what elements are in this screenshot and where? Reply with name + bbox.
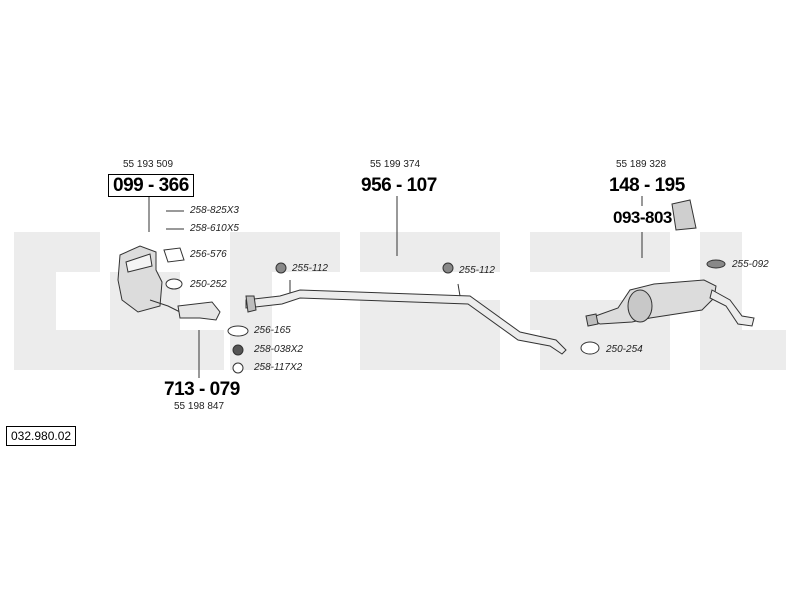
front-accessory-4[interactable]: 250-252 [190, 279, 227, 290]
front-part-number[interactable]: 099 - 366 [108, 174, 194, 197]
middle-hanger-right[interactable]: 255-112 [459, 265, 495, 276]
mounting-kit-glyph [671, 199, 697, 231]
catalytic-converter-shape [117, 245, 181, 313]
middle-pipe-shape [245, 280, 567, 355]
front-pipe-accessory-2[interactable]: 258-038X2 [254, 344, 303, 355]
front-oe-number: 55 193 509 [123, 159, 174, 170]
rear-clamp[interactable]: 250-254 [606, 344, 643, 355]
rubber-hanger-glyph [442, 262, 454, 274]
front-pipe-accessory-3[interactable]: 258-117X2 [254, 362, 303, 373]
middle-hanger-left[interactable]: 255-112 [292, 263, 328, 274]
rear-oe-number: 55 189 328 [616, 159, 667, 170]
front-pipe-shape [177, 301, 221, 321]
rear-part-number[interactable]: 148 - 195 [609, 175, 685, 196]
clamp-glyph [580, 341, 600, 355]
front-accessory-1[interactable]: 258-825X3 [190, 205, 239, 216]
diagram-reference: 032.980.02 [6, 426, 77, 446]
front-pipe-oe-number: 55 198 847 [174, 401, 225, 412]
front-accessory-3[interactable]: 256-576 [190, 249, 227, 260]
gasket-glyph [163, 247, 185, 263]
front-pipe-accessory-1[interactable]: 256-165 [254, 325, 291, 336]
rear-silencer-shape [585, 279, 755, 327]
front-pipe-part-number[interactable]: 713 - 079 [164, 379, 240, 400]
clamp-glyph [165, 278, 183, 290]
rear-mounting-kit[interactable]: 093-803 [613, 208, 672, 227]
rear-hanger[interactable]: 255-092 [732, 259, 769, 270]
front-accessory-2[interactable]: 258-610X5 [190, 223, 239, 234]
rubber-hanger-glyph [706, 259, 726, 269]
ring-glyph [227, 325, 249, 337]
bolt-glyph [232, 362, 244, 374]
rubber-hanger-glyph [275, 262, 287, 274]
middle-part-number[interactable]: 956 - 107 [361, 175, 437, 196]
middle-oe-number: 55 199 374 [370, 159, 421, 170]
spring-glyph [232, 344, 244, 356]
